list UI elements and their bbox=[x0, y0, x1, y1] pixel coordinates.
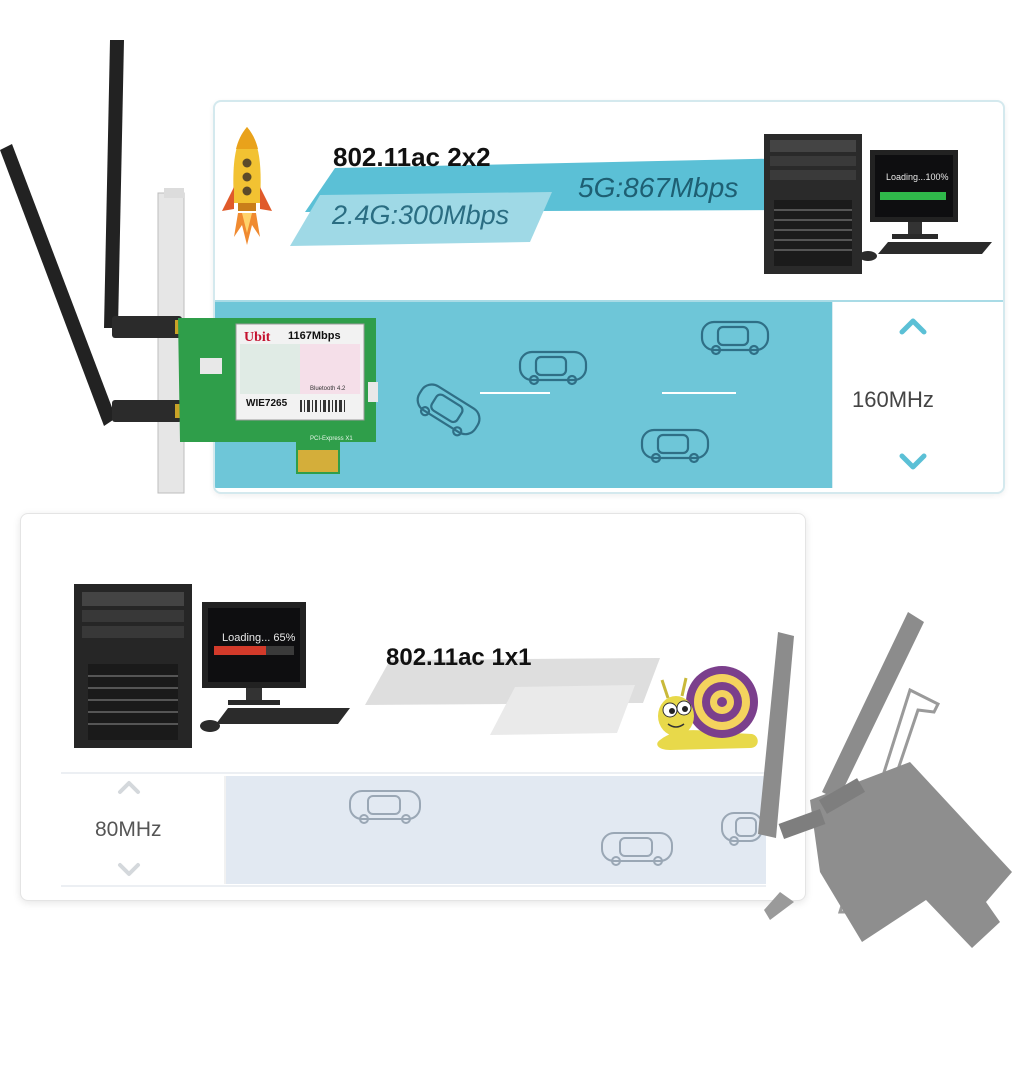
chevron-down-icon bbox=[118, 863, 140, 876]
title-1x1: 802.11ac 1x1 bbox=[386, 644, 532, 671]
bottom-road bbox=[226, 776, 766, 884]
bandwidth-80-label: 80MHz bbox=[95, 818, 162, 841]
monitor-text-fast: Loading...100% bbox=[886, 172, 949, 182]
car-icon bbox=[700, 320, 770, 356]
car-icon bbox=[349, 790, 421, 824]
bottom-road-line-top bbox=[61, 772, 766, 774]
snail-icon bbox=[657, 666, 758, 750]
bandwidth-160-label: 160MHz bbox=[852, 387, 934, 412]
speed-ribbons-1x1 bbox=[365, 658, 660, 735]
top-road-edge bbox=[215, 300, 1003, 302]
chevron-up-icon bbox=[118, 781, 140, 794]
speed-5g-label: 5G:867Mbps bbox=[578, 172, 739, 203]
card-bluetooth: Bluetooth 4.2 bbox=[310, 386, 346, 392]
car-icon bbox=[640, 428, 710, 464]
bottom-divider bbox=[224, 776, 226, 884]
car-icon bbox=[518, 350, 588, 386]
chevron-down-icon bbox=[899, 453, 927, 470]
monitor-text-slow: Loading... 65% bbox=[222, 632, 296, 644]
chevron-up-icon bbox=[899, 318, 927, 335]
ribbon-gray-small bbox=[490, 685, 635, 735]
card-model: WIE7265 bbox=[246, 398, 288, 409]
car-icon bbox=[416, 383, 481, 437]
card-interface: PCI-Express X1 bbox=[310, 436, 353, 442]
top-road-cars bbox=[416, 320, 770, 464]
bottom-road-line-bottom bbox=[61, 885, 766, 887]
speed-24g-label: 2.4G:300Mbps bbox=[332, 200, 510, 230]
speed-ribbons-2x2 bbox=[290, 158, 800, 246]
card-speed: 1167Mbps bbox=[288, 330, 341, 342]
wifi-card-silhouette bbox=[758, 612, 1012, 948]
car-icon bbox=[601, 832, 673, 866]
bottom-road-cars bbox=[349, 790, 763, 866]
top-bandwidth-panel bbox=[832, 302, 1003, 488]
title-2x2: 802.11ac 2x2 bbox=[333, 142, 491, 172]
ribbon-2-4g bbox=[290, 192, 552, 246]
wifi-card-image bbox=[0, 40, 378, 494]
card-brand: Ubit bbox=[244, 330, 271, 345]
desktop-pc-fast-icon bbox=[764, 134, 992, 274]
desktop-pc-slow-icon bbox=[74, 584, 350, 748]
rocket-icon bbox=[222, 127, 272, 245]
car-icon bbox=[721, 812, 763, 846]
